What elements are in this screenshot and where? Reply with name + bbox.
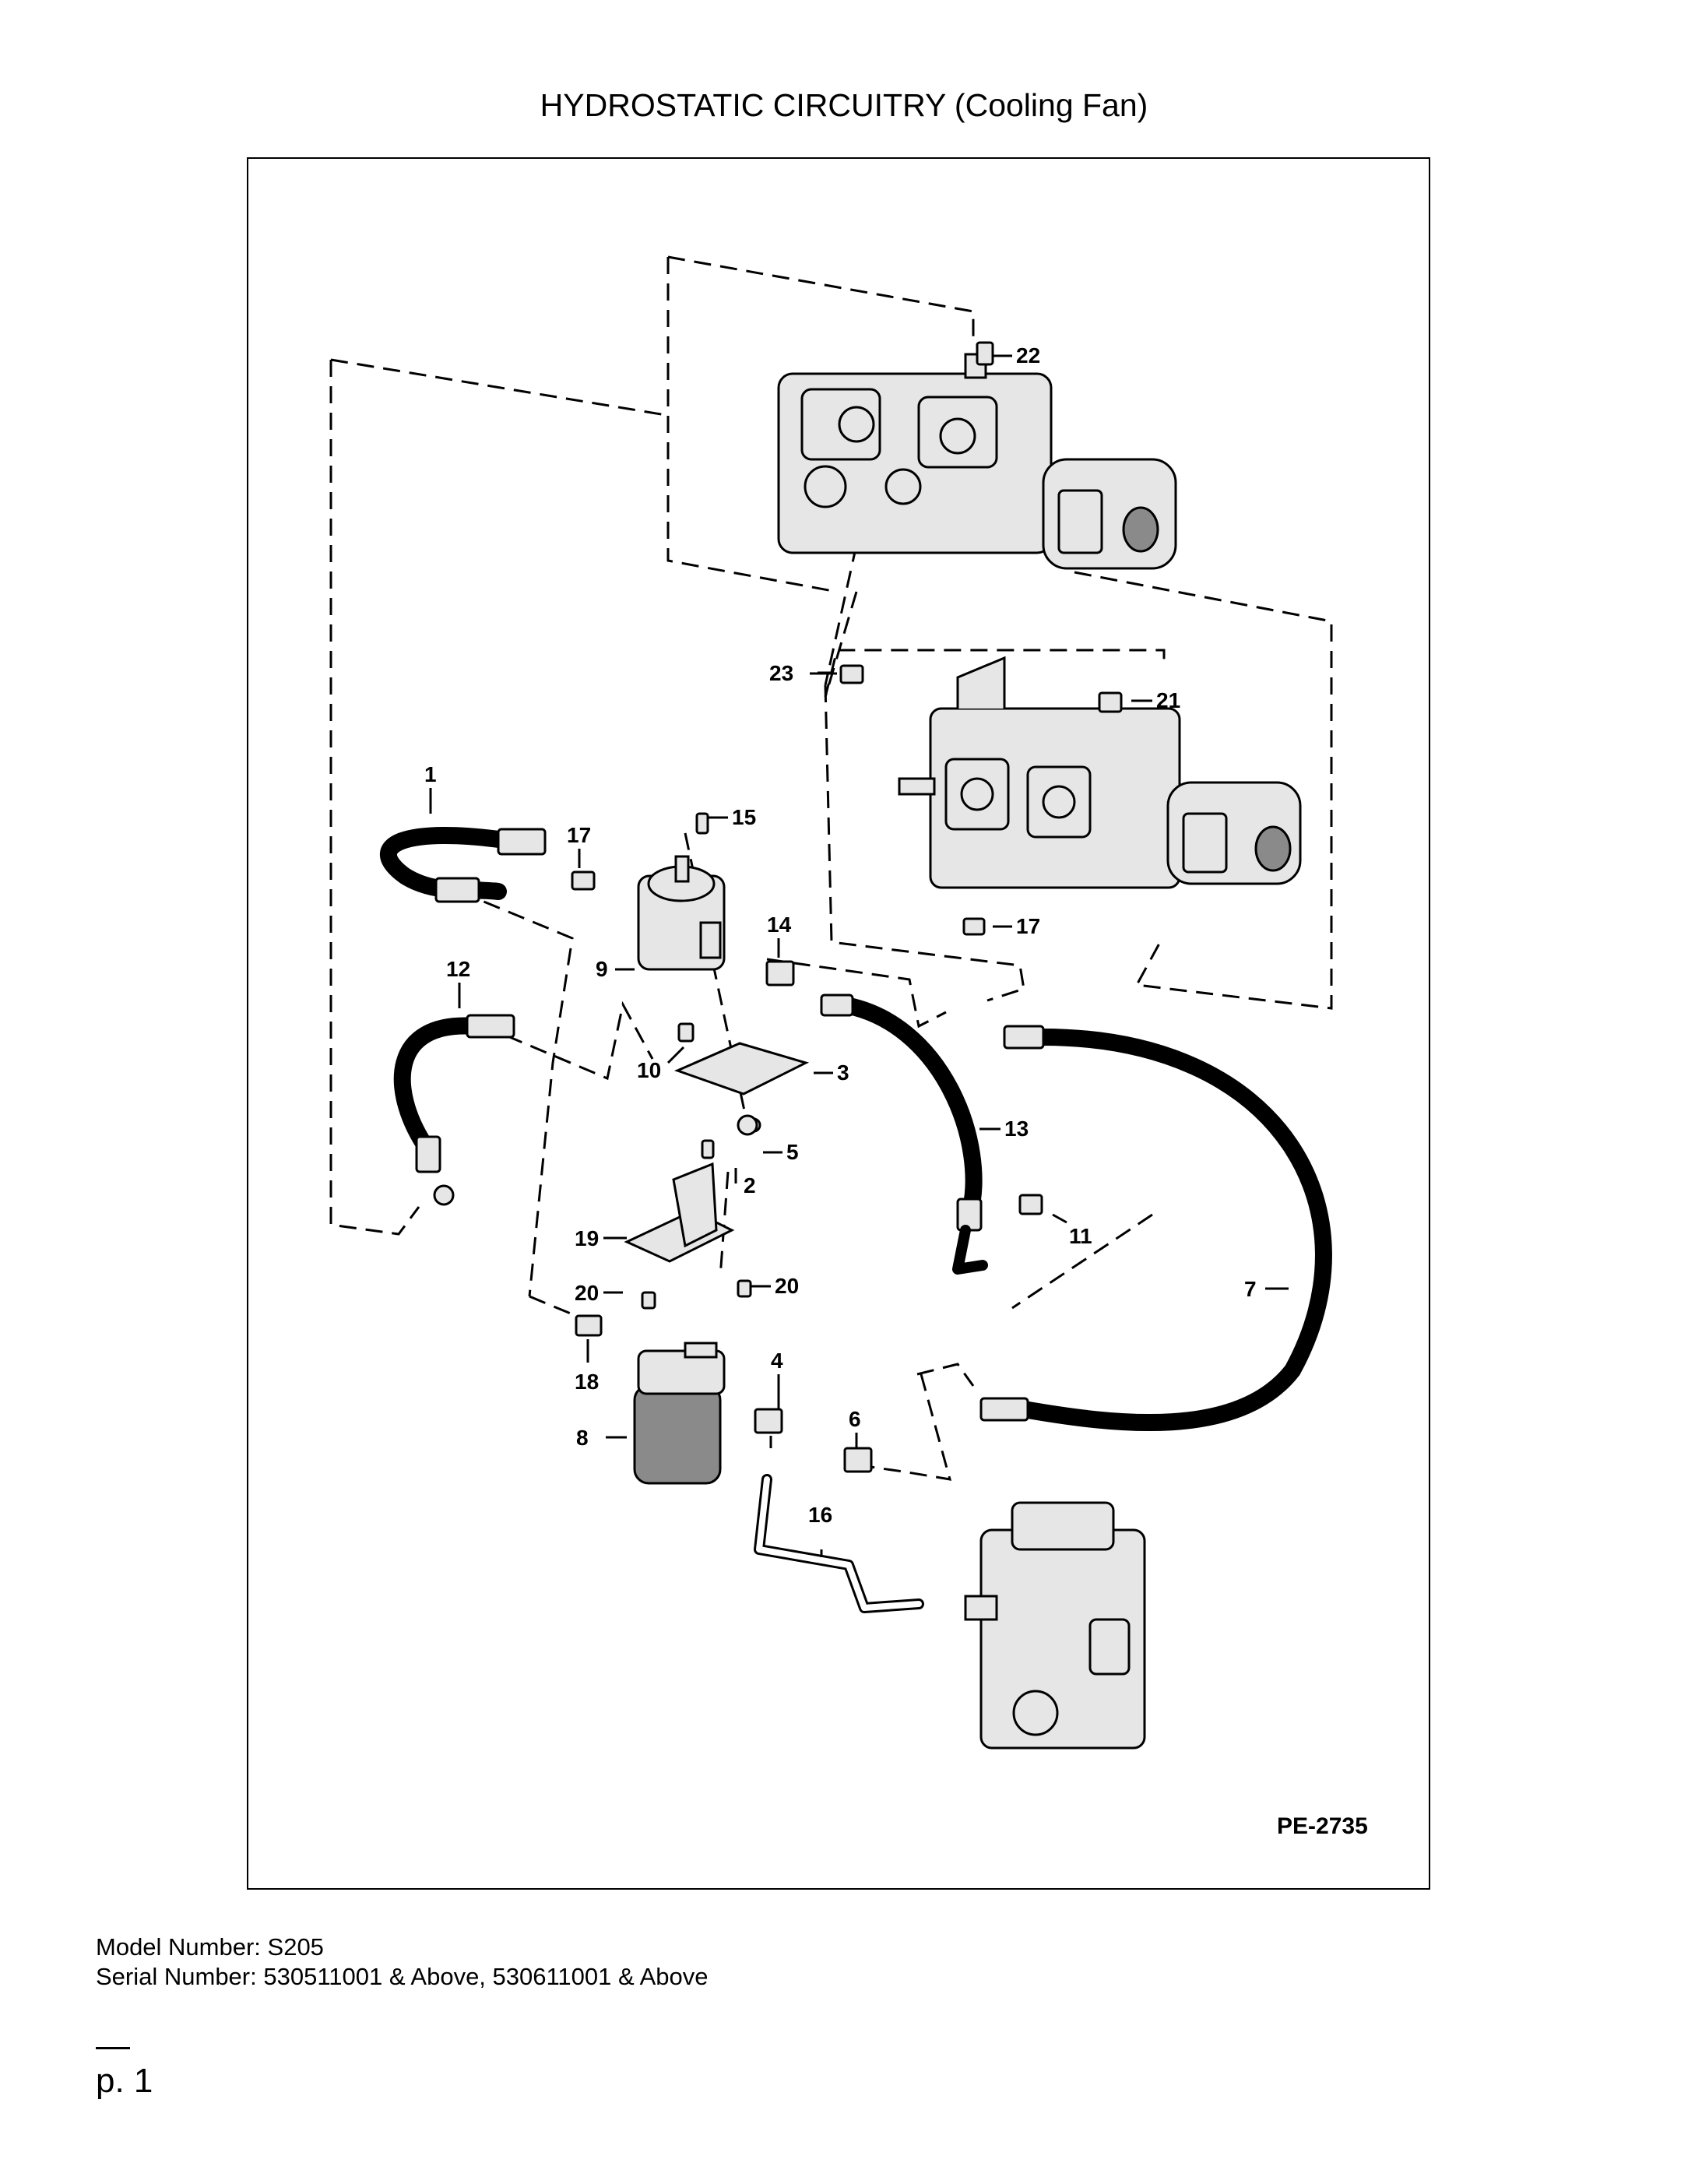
leader-lines <box>429 354 1289 1557</box>
filter-8 <box>633 1342 726 1485</box>
hose-13 <box>820 994 988 1275</box>
page-title: HYDROSTATIC CIRCUITRY (Cooling Fan) <box>540 87 1148 123</box>
callout-6: 6 <box>849 1407 861 1431</box>
callout-21: 21 <box>1156 688 1180 712</box>
hose-7 <box>979 1025 1332 1431</box>
callout-labels: 22 23 21 1 15 17 14 17 9 12 10 3 13 5 2 … <box>424 343 1368 1839</box>
callout-7: 7 <box>1244 1277 1257 1301</box>
callout-19: 19 <box>575 1226 599 1250</box>
fittings <box>571 341 1123 1473</box>
tube-16 <box>754 1474 924 1613</box>
callout-11: 11 <box>1069 1224 1092 1248</box>
callout-18: 18 <box>575 1370 599 1394</box>
model-number: Model Number: S205 <box>96 1933 324 1961</box>
callout-14: 14 <box>767 913 792 937</box>
bracket-19 <box>624 1162 735 1263</box>
callout-13: 13 <box>1004 1117 1029 1141</box>
callout-23: 23 <box>769 661 793 685</box>
callout-4: 4 <box>771 1349 783 1373</box>
callout-17b: 17 <box>1016 914 1040 938</box>
hose-12 <box>393 1014 515 1206</box>
callout-16: 16 <box>808 1503 832 1527</box>
bracket-3 <box>673 1042 810 1096</box>
figure-id: PE-2735 <box>1277 1813 1368 1839</box>
gear-pump-9 <box>637 855 726 971</box>
callout-20b: 20 <box>775 1274 799 1298</box>
hydrostatic-pump-top <box>777 353 1177 570</box>
parts-diagram: 22 23 21 1 15 17 14 17 9 12 10 3 13 5 2 … <box>329 255 1368 1839</box>
serial-number: Serial Number: 530511001 & Above, 530611… <box>96 1963 709 1990</box>
callout-10: 10 <box>637 1058 661 1082</box>
callout-9: 9 <box>596 957 608 981</box>
dashed-guide-lines <box>329 255 1333 1481</box>
callout-3: 3 <box>837 1060 849 1085</box>
callout-5: 5 <box>786 1140 799 1164</box>
callout-22: 22 <box>1016 343 1040 368</box>
diagram-frame <box>247 157 1430 1890</box>
callout-15: 15 <box>732 805 756 829</box>
callout-8: 8 <box>576 1426 589 1450</box>
hydrostatic-pump-middle <box>898 656 1302 889</box>
callout-20a: 20 <box>575 1281 599 1305</box>
page-number: p. 1 <box>96 2062 153 2100</box>
callout-12: 12 <box>446 957 470 981</box>
callout-2: 2 <box>744 1173 756 1198</box>
callout-1: 1 <box>424 762 437 786</box>
control-valve-bottom <box>964 1501 1146 1750</box>
hose-1 <box>380 826 547 903</box>
page-rule <box>96 2047 130 2049</box>
callout-17a: 17 <box>567 823 591 847</box>
